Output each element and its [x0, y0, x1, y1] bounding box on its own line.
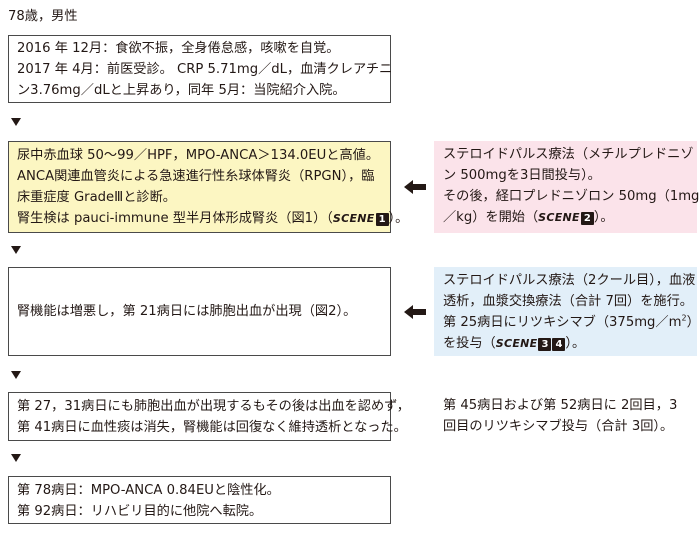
- intensive-line-1: ステロイドパルス療法（2クール目），血液: [443, 273, 696, 288]
- scene-label: SCENE: [332, 212, 375, 225]
- down-arrow-4-icon: [11, 454, 21, 462]
- progression-line-1: 腎機能は増悪し，第 21病日には肺胞出血が出現（図2）。: [17, 304, 357, 319]
- diagnosis-line-4-end: ）。: [388, 211, 409, 226]
- left-arrow-1-icon: [404, 180, 426, 194]
- scene-number-4: 4: [552, 338, 566, 351]
- intensive-line-2: 透析，血漿交換療法（合計 7回）を施行。: [443, 294, 693, 309]
- diagnosis-line-1: 尿中赤血球 50〜99／HPF，MPO-ANCA＞134.0EUと高値。: [17, 148, 380, 163]
- superscript-2: 2: [681, 313, 687, 323]
- outcome-box: 第 78病日：MPO-ANCA 0.84EUと陰性化。 第 92病日：リハビリ目…: [8, 476, 391, 524]
- scene-label: SCENE: [495, 337, 538, 350]
- outcome-line-2: 第 92病日：リハビリ目的に他院へ転院。: [17, 504, 263, 519]
- diagnosis-line-2: ANCA関連血管炎による急速進行性糸球体腎炎（RPGN），臨: [17, 169, 375, 184]
- left-arrow-2-icon: [404, 305, 426, 319]
- scene-number-2: 2: [580, 212, 594, 225]
- course-box: 第 27，31病日にも肺胞出血が出現するもその後は出血を認めず， 第 41病日に…: [8, 392, 410, 441]
- patient-header-text: 78歳，男性: [8, 9, 78, 24]
- intensive-line-3: 第 25病日にリツキシマブ（375mg／m2）: [443, 312, 700, 333]
- history-line-2: 2017 年 4月：前医受診。 CRP 5.71mg／dL，血清クレアチニ: [17, 62, 393, 77]
- progression-box: 腎機能は増悪し，第 21病日には肺胞出血が出現（図2）。: [8, 267, 391, 356]
- down-arrow-1-icon: [11, 118, 21, 126]
- history-line-3: ン3.76mg／dLと上昇あり，同年 5月：当院紹介入院。: [17, 83, 346, 98]
- steroid-treatment-box: ステロイドパルス療法（メチルプレドニゾ ン 500mgを3日間投与）。 その後，…: [434, 141, 700, 233]
- intensive-line-4-end: ）。: [565, 336, 586, 351]
- down-arrow-3-icon: [11, 371, 21, 379]
- steroid-line-1: ステロイドパルス療法（メチルプレドニゾ: [443, 147, 694, 162]
- scene-label: SCENE: [538, 211, 580, 224]
- diagnosis-line-3: 床重症度 GradeⅢと診断。: [17, 190, 176, 205]
- rituximab-line-2: 回目のリツキシマブ投与（合計 3回）。: [443, 419, 674, 434]
- patient-header: 78歳，男性: [8, 6, 78, 27]
- course-line-2: 第 41病日に血性痰は消失，腎機能は回復なく維持透析となった。: [17, 420, 407, 435]
- history-line-1: 2016 年 12月：食欲不振，全身倦怠感，咳嗽を自覚。: [17, 41, 340, 56]
- scene-number-3: 3: [538, 338, 552, 351]
- history-box: 2016 年 12月：食欲不振，全身倦怠感，咳嗽を自覚。 2017 年 4月：前…: [8, 35, 393, 103]
- intensive-line-3-end: ）: [686, 315, 700, 330]
- diagnosis-box: 尿中赤血球 50〜99／HPF，MPO-ANCA＞134.0EUと高値。 ANC…: [8, 141, 408, 233]
- rituximab-note: 第 45病日および第 52病日に 2回目，3 回目のリツキシマブ投与（合計 3回…: [434, 392, 697, 441]
- rituximab-line-1: 第 45病日および第 52病日に 2回目，3: [443, 398, 678, 413]
- steroid-line-3: その後，経口プレドニゾロン 50mg（1mg: [443, 189, 700, 204]
- steroid-line-2: ン 500mgを3日間投与）。: [443, 168, 601, 183]
- diagnosis-line-4-text: 腎生検は pauci-immune 型半月体形成腎炎（図1）（: [17, 211, 333, 226]
- course-line-1: 第 27，31病日にも肺胞出血が出現するもその後は出血を認めず，: [17, 399, 410, 414]
- scene-number-1: 1: [375, 213, 389, 226]
- down-arrow-2-icon: [11, 246, 21, 254]
- intensive-line-3-text: 第 25病日にリツキシマブ（375mg／m: [443, 315, 682, 330]
- intensive-line-4-text: を投与（: [443, 336, 496, 351]
- steroid-line-4-text: ／kg）を開始（: [443, 210, 539, 225]
- intensive-treatment-box: ステロイドパルス療法（2クール目），血液 透析，血漿交換療法（合計 7回）を施行…: [434, 267, 700, 356]
- outcome-line-1: 第 78病日：MPO-ANCA 0.84EUと陰性化。: [17, 483, 280, 498]
- steroid-line-4-end: ）。: [593, 210, 614, 225]
